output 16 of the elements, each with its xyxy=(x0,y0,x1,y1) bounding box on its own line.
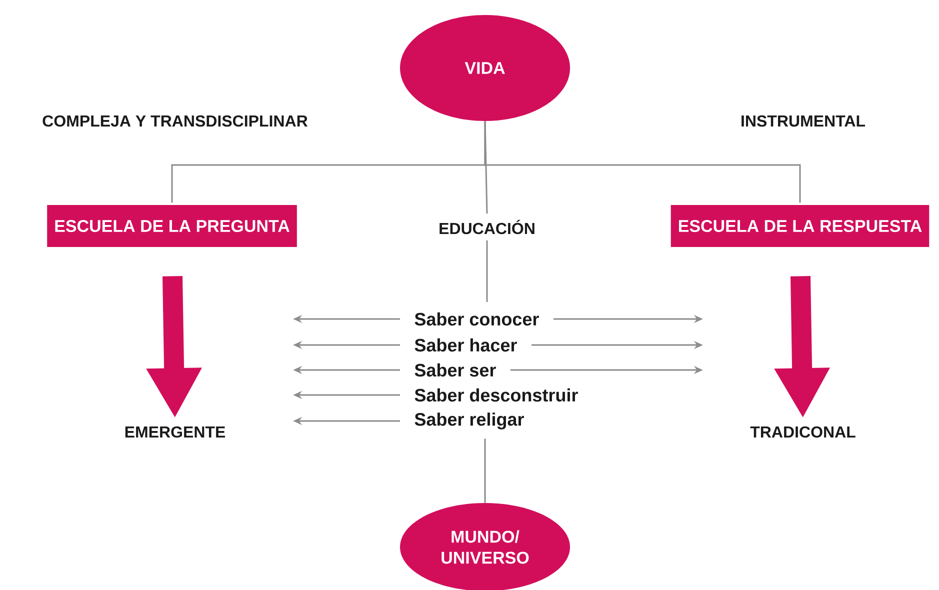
connector-line xyxy=(484,121,801,203)
heading-label: INSTRUMENTAL xyxy=(742,115,866,127)
node-text: Saber hacer xyxy=(414,338,517,352)
node-text: Saber conocer xyxy=(414,312,539,326)
node-text: Saber ser xyxy=(414,363,496,377)
connector-line xyxy=(486,240,488,302)
connector-line xyxy=(484,438,486,503)
node-text: TRADICONAL xyxy=(750,426,856,438)
node-text: Saber desconstruir xyxy=(414,388,578,402)
ellipse-node: VIDA xyxy=(400,15,570,121)
node-text: EMERGENTE xyxy=(125,426,226,438)
node-text: Saber religar xyxy=(414,412,524,430)
node-text: EDUCACIÓN xyxy=(440,220,534,234)
heading-label: COMPLEJA Y TRANSDISCIPLINAR xyxy=(42,115,308,127)
school-box: ESCUELA DE LA RESPUESTA xyxy=(670,205,930,247)
school-box: ESCUELA DE LA PREGUNTA xyxy=(47,205,297,247)
